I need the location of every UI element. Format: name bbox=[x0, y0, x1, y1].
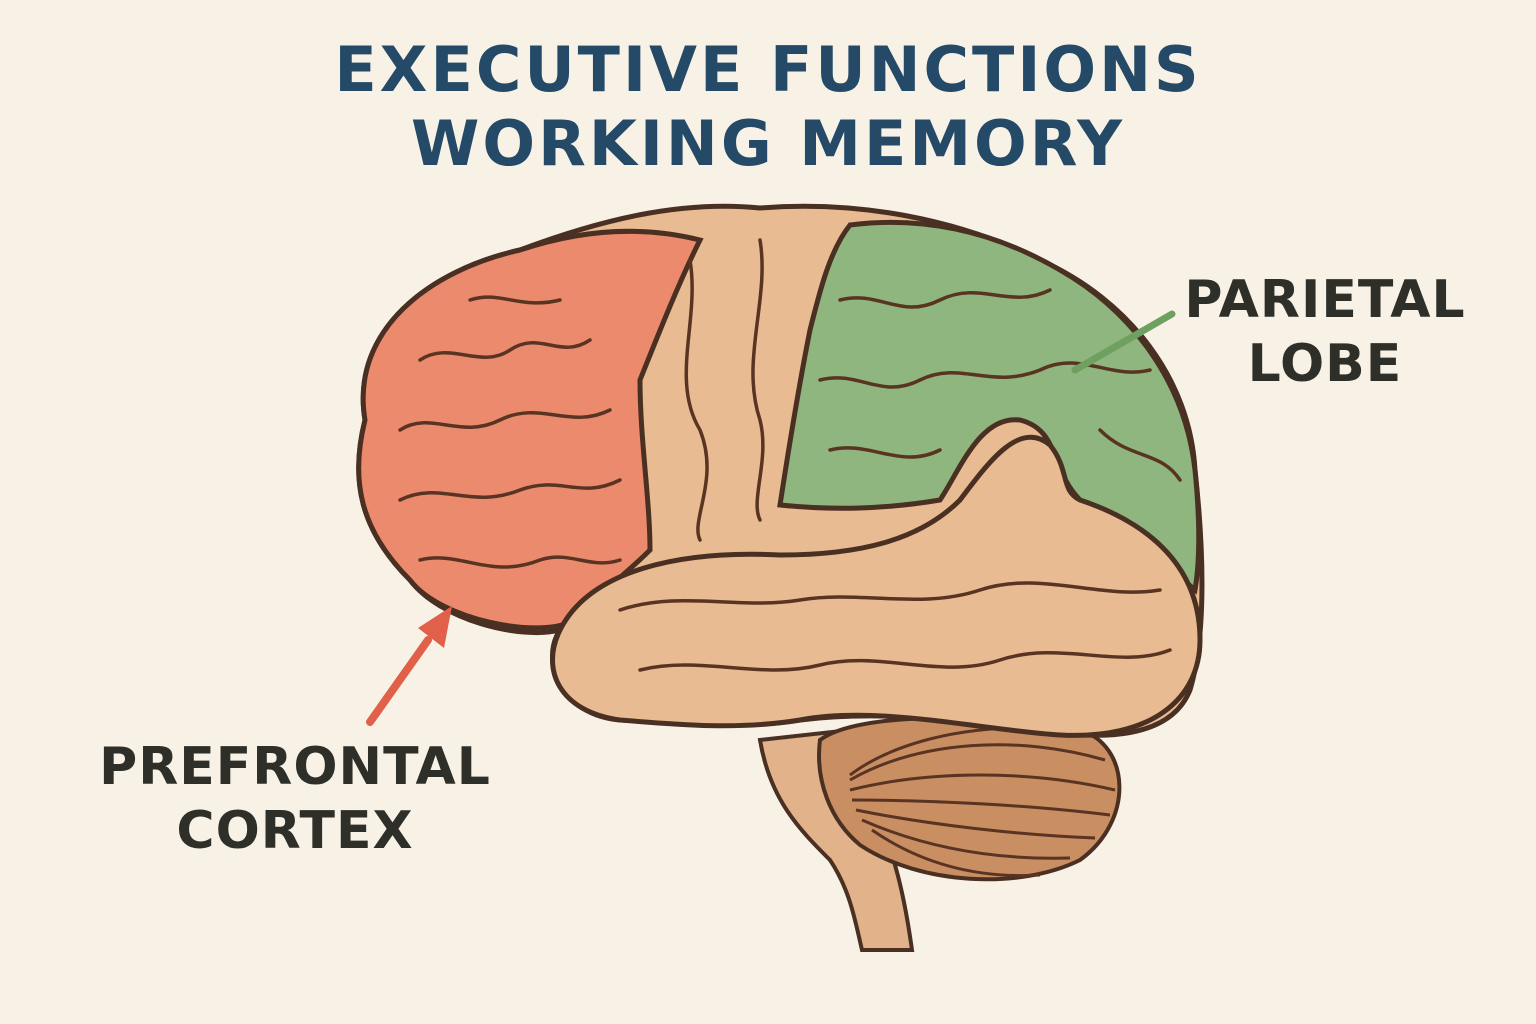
prefrontal-label-line-1: PREFRONTAL bbox=[99, 737, 491, 797]
prefrontal-arrow-icon bbox=[366, 606, 452, 726]
parietal-lobe-label: PARIETAL LOBE bbox=[1160, 268, 1490, 396]
parietal-label-line-1: PARIETAL bbox=[1184, 270, 1466, 330]
cerebellum bbox=[817, 716, 1122, 882]
temporal-region bbox=[550, 434, 1203, 738]
prefrontal-cortex-label: PREFRONTAL CORTEX bbox=[70, 735, 520, 863]
title-line-2: WORKING MEMORY bbox=[410, 107, 1125, 180]
prefrontal-region bbox=[356, 228, 704, 631]
prefrontal-label-line-2: CORTEX bbox=[176, 801, 414, 861]
parietal-pointer-line bbox=[1071, 310, 1176, 374]
title-line-1: EXECUTIVE FUNCTIONS bbox=[334, 33, 1202, 106]
parietal-label-line-2: LOBE bbox=[1247, 334, 1403, 394]
